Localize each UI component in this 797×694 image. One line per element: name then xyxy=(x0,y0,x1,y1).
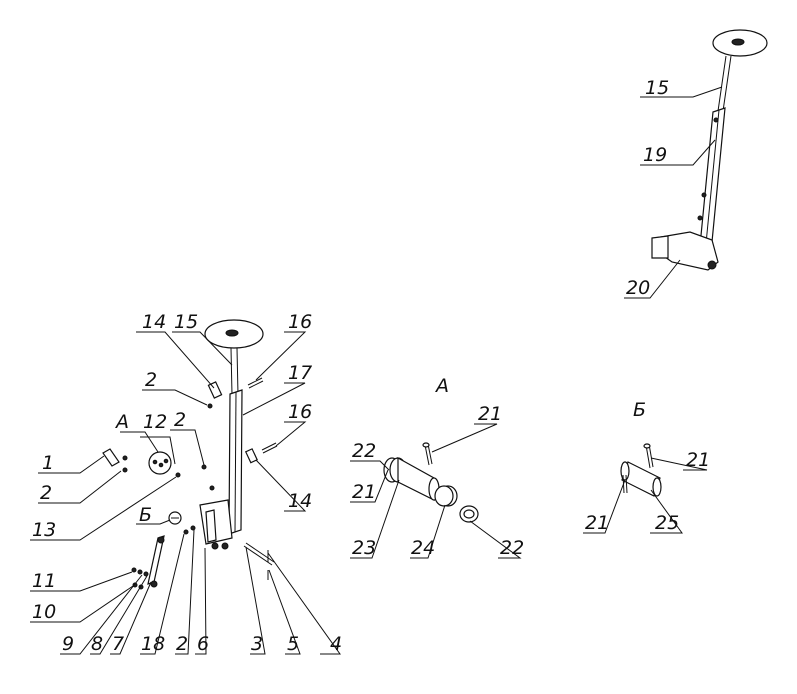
callout-19: 19 xyxy=(643,144,667,166)
callout-15-main: 15 xyxy=(174,311,198,333)
callout-7: 7 xyxy=(112,633,124,655)
disc-hub xyxy=(731,38,745,46)
callout-3: 3 xyxy=(251,633,263,655)
callout-8: 8 xyxy=(91,633,103,655)
callout-a-24: 24 xyxy=(411,537,435,559)
callout-2-bottom: 2 xyxy=(176,633,188,655)
callout-2-mid: 2 xyxy=(174,409,186,431)
callout-b-21-right: 21 xyxy=(686,449,710,471)
callout-1: 1 xyxy=(42,452,54,474)
callout-18: 18 xyxy=(141,633,165,655)
leader-lines xyxy=(30,86,723,655)
callout-5: 5 xyxy=(287,633,299,655)
callout-17: 17 xyxy=(288,362,312,384)
label-view-a-main: А xyxy=(114,411,129,433)
label-detail-b: Б xyxy=(633,399,646,421)
callout-16-top: 16 xyxy=(288,311,312,333)
callout-b-25: 25 xyxy=(655,512,679,534)
callout-b-21-left: 21 xyxy=(585,512,609,534)
callout-14-top: 14 xyxy=(142,311,166,333)
callout-6: 6 xyxy=(197,633,209,655)
callout-a-23: 23 xyxy=(352,537,376,559)
callout-labels: 15 19 20 1 2 13 11 10 9 8 7 18 2 6 3 5 4… xyxy=(32,77,710,655)
detail-a-drawing xyxy=(383,442,479,523)
callout-16-mid: 16 xyxy=(288,401,312,423)
callout-2-upper: 2 xyxy=(145,369,157,391)
callout-10: 10 xyxy=(32,601,56,623)
callout-15-small: 15 xyxy=(645,77,669,99)
label-detail-a: А xyxy=(434,375,449,397)
callout-14-bottom: 14 xyxy=(288,490,312,512)
callout-11: 11 xyxy=(32,570,56,592)
callout-20: 20 xyxy=(626,277,650,299)
callout-13: 13 xyxy=(32,519,56,541)
callout-a-21-top: 21 xyxy=(478,403,502,425)
callout-a-22-left: 22 xyxy=(352,440,376,462)
callout-a-21-left: 21 xyxy=(352,481,376,503)
assembly-isometric-small xyxy=(651,29,768,271)
callout-a-22-right: 22 xyxy=(500,537,524,559)
detail-b-drawing xyxy=(620,443,662,497)
callout-4: 4 xyxy=(330,633,342,655)
callout-9: 9 xyxy=(62,633,74,655)
assembly-exploded xyxy=(102,319,278,590)
callout-12: 12 xyxy=(143,411,167,433)
callout-2-left: 2 xyxy=(40,482,52,504)
label-view-b-main: Б xyxy=(139,504,152,526)
